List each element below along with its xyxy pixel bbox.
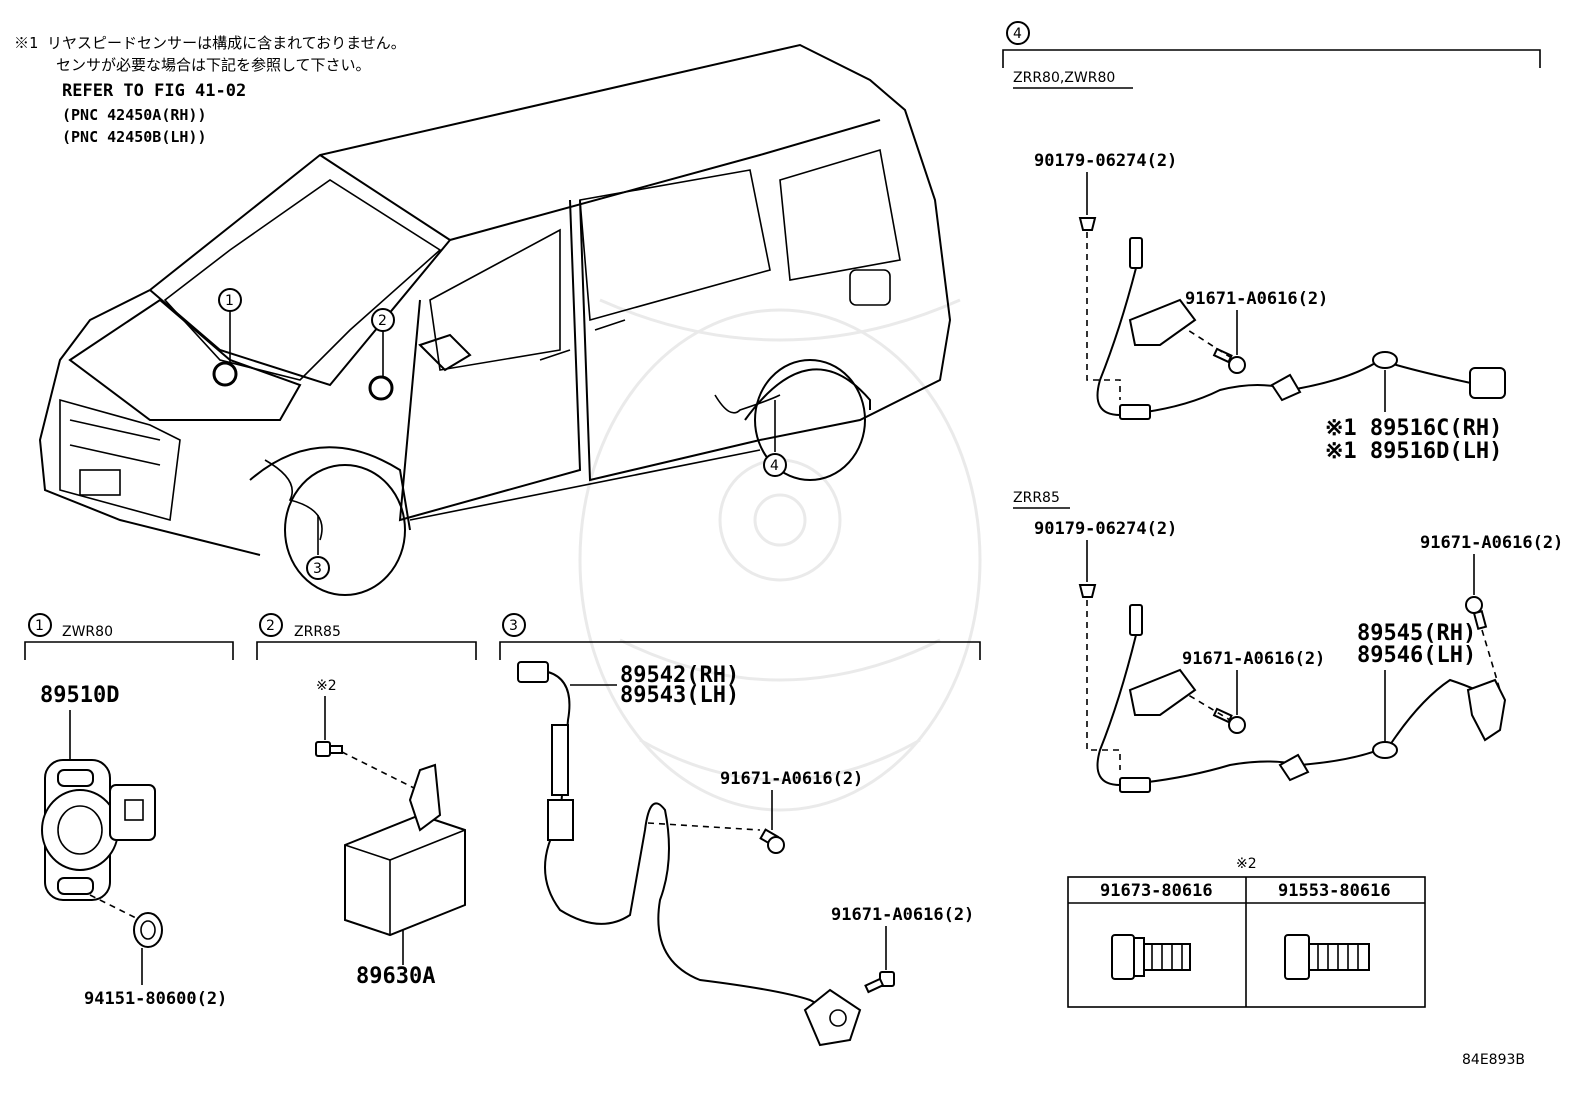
- part-89630A-label: 89630A: [356, 964, 435, 989]
- vehicle-callout-2: 2: [368, 308, 395, 401]
- rear-sensor-harness-b: [1096, 604, 1507, 793]
- section-3-number: 3: [509, 618, 518, 634]
- sub-a-label: ZRR80,ZWR80: [1013, 70, 1115, 86]
- bolt-91671-b-label: 91671-A0616(2): [831, 905, 974, 925]
- sub-a-part-rh-label: ※1 89516C(RH): [1325, 416, 1502, 441]
- note-line-1: ※1 リヤスピードセンサーは構成に含まれておりません。: [14, 34, 406, 52]
- part-89542-label: 89542(RH): [620, 663, 739, 688]
- sub-a-bolt-label: 91671-A0616(2): [1185, 289, 1328, 309]
- svg-text:2: 2: [378, 313, 387, 329]
- sub-a-bolt-part: [1212, 347, 1246, 374]
- bolt-91671-a-part: [759, 828, 785, 854]
- section-1: 1 ZWR80 89510D 94151-80600(2): [24, 613, 234, 1009]
- sub-b-bolt-top-label: 91671-A0616(2): [1420, 533, 1563, 553]
- section-4: 4 ZRR80,ZWR80 90179-06274(2) 91671-A0616…: [1002, 21, 1563, 793]
- section-2-number: 2: [266, 618, 275, 634]
- sub-b-bolt-mid-label: 91671-A0616(2): [1182, 649, 1325, 669]
- control-module-part: [344, 763, 466, 937]
- clip-94151-part: [133, 912, 163, 948]
- watermark-logo: [578, 298, 982, 812]
- bolt-table-header-2: 91553-80616: [1278, 881, 1391, 901]
- parking-sensor-part: [41, 759, 156, 901]
- svg-text:3: 3: [313, 561, 322, 577]
- section-2-label: ZRR85: [294, 624, 341, 640]
- sub-a-clip-part: [1078, 217, 1097, 231]
- sub-a-part-lh-label: ※1 89516D(LH): [1325, 439, 1502, 464]
- section-2-note-ref: ※2: [316, 678, 337, 694]
- section-3: 3 89542(RH) 89543(LH) 91671-A0616(2) 916…: [499, 613, 981, 1047]
- note-line-2: センサが必要な場合は下記を参照して下さい。: [56, 56, 371, 74]
- vehicle-callout-1: 1: [212, 288, 242, 387]
- flange-bolt-91553-image: [1284, 934, 1370, 980]
- bolt-table-header-1: 91673-80616: [1100, 881, 1213, 901]
- part-94151-label: 94151-80600(2): [84, 989, 227, 1009]
- sub-b-bolt-top-part: [1465, 596, 1488, 630]
- bolt-91671-a-label: 91671-A0616(2): [720, 769, 863, 789]
- svg-text:4: 4: [770, 458, 779, 474]
- vehicle-callout-4: 4: [763, 400, 787, 477]
- vehicle-callout-3: 3: [306, 515, 330, 580]
- note-line-3: REFER TO FIG 41-02: [62, 81, 246, 101]
- part-89543-label: 89543(LH): [620, 683, 739, 708]
- svg-text:1: 1: [225, 293, 234, 309]
- rear-sensor-harness-a: [1096, 237, 1506, 420]
- note-line-5: (PNC 42450B(LH)): [62, 128, 207, 146]
- note-line-4: (PNC 42450A(RH)): [62, 106, 207, 124]
- section-2: 2 ZRR85 ※2 89630A: [256, 613, 477, 989]
- sub-b-part-rh-label: 89545(RH): [1357, 621, 1476, 646]
- sub-b-label: ZRR85: [1013, 490, 1060, 506]
- bolt-91671-b-part: [864, 971, 895, 994]
- flange-bolt-91673-image: [1111, 934, 1191, 980]
- notes-block: ※1 リヤスピードセンサーは構成に含まれておりません。 センサが必要な場合は下記…: [14, 34, 406, 146]
- bolt-table-ref: ※2: [1236, 856, 1257, 872]
- sub-b-clip-label: 90179-06274(2): [1034, 519, 1177, 539]
- section-1-label: ZWR80: [62, 624, 113, 640]
- bolt-table: ※2 91673-80616 91553-80616: [1067, 856, 1426, 1008]
- sub-a-clip-label: 90179-06274(2): [1034, 151, 1177, 171]
- section-1-number: 1: [35, 618, 44, 634]
- front-speed-sensor-harness: [517, 661, 862, 1047]
- part-89510D-label: 89510D: [40, 683, 119, 708]
- figure-code: 84E893B: [1462, 1052, 1525, 1068]
- sub-b-part-lh-label: 89546(LH): [1357, 643, 1476, 668]
- section-4-number: 4: [1013, 26, 1022, 42]
- sub-b-clip-part: [1078, 584, 1097, 598]
- bolt-part: [315, 741, 343, 757]
